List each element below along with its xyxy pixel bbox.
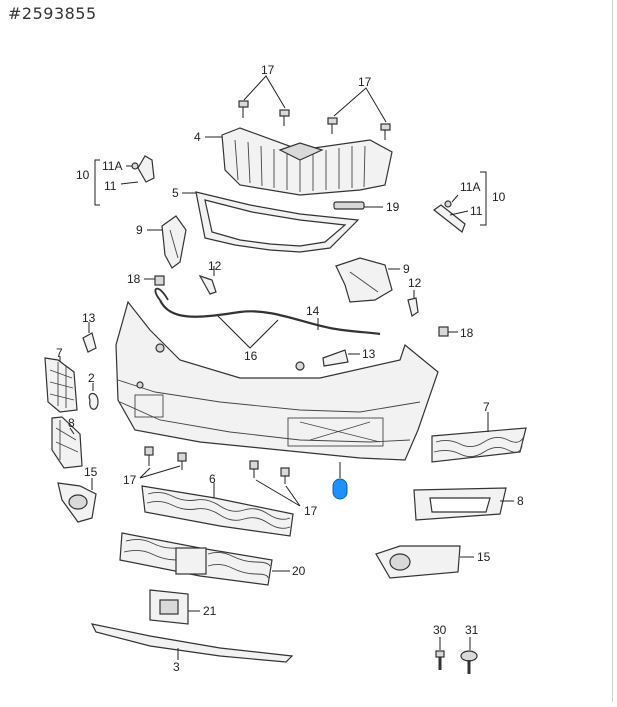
callout-11A-left: 11A — [102, 159, 122, 173]
emblem-badge[interactable] — [333, 201, 365, 210]
clip-fasteners-top[interactable] — [238, 100, 391, 140]
callout-18-left: 18 — [127, 272, 141, 286]
wiring-clip-right[interactable] — [407, 297, 419, 317]
callout-3: 3 — [173, 660, 180, 674]
fog-lamp-left[interactable] — [57, 482, 97, 523]
clip-fasteners-lower-right[interactable] — [249, 460, 290, 484]
reference-id: #2593855 — [8, 4, 97, 23]
callout-7-right: 7 — [483, 400, 490, 414]
license-plate-bracket[interactable] — [149, 589, 189, 625]
bolt-31[interactable] — [460, 650, 478, 674]
callout-8-left: 8 — [68, 416, 75, 430]
callout-4: 4 — [194, 130, 201, 144]
callout-12-left: 12 — [208, 259, 222, 273]
callout-11-left: 11 — [104, 179, 117, 193]
callout-5: 5 — [172, 186, 179, 200]
clip-fasteners-lower-left[interactable] — [144, 446, 187, 470]
side-grille-left[interactable] — [44, 357, 78, 413]
lower-grille[interactable] — [141, 485, 294, 537]
frame-divider — [612, 0, 613, 702]
callout-20: 20 — [292, 564, 306, 578]
callout-12-right: 12 — [408, 276, 422, 290]
callout-30: 30 — [433, 623, 447, 637]
callout-8-right: 8 — [517, 494, 524, 508]
callout-7-left: 7 — [56, 346, 63, 360]
bolt-30[interactable] — [435, 650, 445, 670]
wiring-harness[interactable] — [154, 287, 381, 336]
callout-17-top-right: 17 — [358, 75, 372, 89]
center-grille[interactable] — [119, 532, 273, 586]
washer-nozzle-cover[interactable] — [88, 392, 99, 410]
callout-11A-right: 11A — [460, 180, 480, 194]
callout-6: 6 — [209, 472, 216, 486]
front-spoiler[interactable] — [90, 623, 294, 663]
sensor-holder-left[interactable] — [154, 275, 165, 286]
tow-cap-left[interactable] — [82, 332, 97, 353]
mounting-bracket-right[interactable] — [335, 257, 393, 303]
grille-frame[interactable] — [195, 191, 360, 253]
callout-19: 19 — [386, 200, 400, 214]
callout-18-right: 18 — [460, 326, 474, 340]
mounting-bracket-left[interactable] — [161, 215, 187, 269]
bumper-cover[interactable] — [115, 300, 439, 461]
position-marker[interactable] — [332, 478, 348, 500]
fog-lamp-frame-left[interactable] — [51, 416, 83, 469]
side-grille-right[interactable] — [431, 427, 527, 463]
callout-15-right: 15 — [477, 550, 491, 564]
callout-17-top-left: 17 — [261, 63, 275, 77]
radiator-grille[interactable] — [221, 127, 393, 196]
callout-31: 31 — [465, 623, 479, 637]
callout-14: 14 — [306, 304, 320, 318]
callout-17-lower-right: 17 — [304, 504, 318, 518]
callout-13-left: 13 — [82, 311, 96, 325]
callout-13-right: 13 — [362, 347, 376, 361]
callout-11-right: 11 — [470, 204, 483, 218]
callout-2: 2 — [88, 371, 95, 385]
wiring-clip-left[interactable] — [198, 274, 217, 295]
sensor-holder-right[interactable] — [438, 326, 449, 337]
trim-strip-left[interactable] — [131, 155, 155, 183]
fog-lamp-right[interactable] — [375, 545, 461, 579]
callout-9-right: 9 — [403, 262, 410, 276]
fog-lamp-frame-right[interactable] — [413, 487, 507, 521]
callout-10-left: 10 — [76, 168, 90, 182]
callout-10-right: 10 — [492, 190, 506, 204]
callout-9-left: 9 — [136, 223, 143, 237]
callout-21: 21 — [203, 604, 217, 618]
callout-17-lower-left: 17 — [123, 473, 137, 487]
callout-16: 16 — [244, 349, 258, 363]
bumper-cap-right[interactable] — [322, 349, 349, 367]
trim-strip-right[interactable] — [432, 200, 466, 233]
callout-15-left: 15 — [84, 465, 98, 479]
